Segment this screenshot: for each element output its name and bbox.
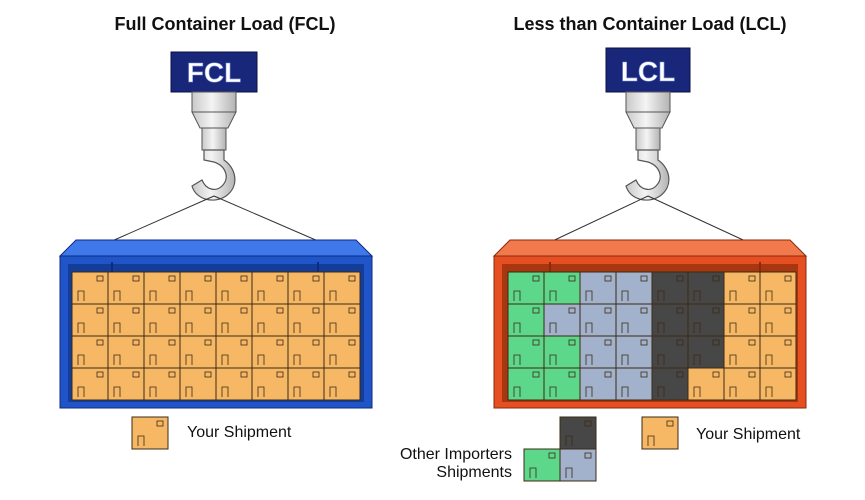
fcl-sign-text: FCL: [187, 57, 241, 88]
fcl-box: [323, 303, 361, 337]
lcl-title: Less than Container Load (LCL): [513, 14, 787, 34]
lcl-sling-left: [543, 195, 649, 246]
fcl-box: [215, 335, 253, 369]
lcl-other-importers-label: Other Importers Shipments: [370, 446, 512, 482]
lcl-your-box: [723, 271, 761, 305]
lcl-your-box: [723, 303, 761, 337]
fcl-box: [143, 335, 181, 369]
lcl-your-box: [723, 367, 761, 401]
fcl-box: [71, 335, 109, 369]
fcl-box: [323, 367, 361, 401]
fcl-box: [251, 335, 289, 369]
lcl-other-box: [651, 271, 689, 305]
lcl-other-box: [615, 303, 653, 337]
lcl-your-box: [723, 335, 761, 369]
fcl-box: [71, 367, 109, 401]
fcl-box: [287, 271, 325, 305]
fcl-box: [107, 335, 145, 369]
lcl-your-box: [687, 367, 725, 401]
fcl-box: [287, 367, 325, 401]
lcl-other-importers-legend-icon: [523, 416, 597, 482]
fcl-sling-left: [111, 195, 215, 242]
lcl-other-box: [687, 335, 725, 369]
fcl-box: [107, 367, 145, 401]
fcl-legend-label: Your Shipment: [187, 424, 292, 441]
lcl-legend-your-box: [641, 416, 679, 450]
fcl-box: [179, 367, 217, 401]
lcl-legend-gray-box: [559, 448, 597, 482]
lcl-your-box: [759, 367, 797, 401]
lcl-your-shipment-legend-icon: [641, 416, 679, 450]
lcl-hook-icon: [625, 91, 671, 201]
fcl-box: [323, 271, 361, 305]
lcl-other-box: [543, 303, 581, 337]
lcl-other-box: [579, 303, 617, 337]
lcl-legend-dark-box: [559, 416, 597, 450]
fcl-box: [179, 303, 217, 337]
fcl-box: [215, 271, 253, 305]
lcl-other-box: [543, 335, 581, 369]
lcl-other-box: [687, 303, 725, 337]
fcl-box: [251, 303, 289, 337]
fcl-box: [287, 303, 325, 337]
lcl-other-box: [507, 303, 545, 337]
fcl-box: [287, 335, 325, 369]
fcl-crane-sign: FCL: [170, 51, 258, 93]
lcl-other-box: [579, 271, 617, 305]
fcl-box: [179, 271, 217, 305]
lcl-other-box: [615, 335, 653, 369]
fcl-box: [143, 303, 181, 337]
fcl-box: [251, 271, 289, 305]
fcl-box: [215, 367, 253, 401]
fcl-box: [323, 335, 361, 369]
lcl-other-importers-line1: Other Importers: [399, 446, 512, 463]
lcl-sign-text: LCL: [621, 56, 675, 87]
fcl-box: [71, 303, 109, 337]
lcl-other-box: [615, 271, 653, 305]
lcl-your-box: [759, 335, 797, 369]
lcl-other-box: [651, 367, 689, 401]
lcl-other-box: [651, 335, 689, 369]
lcl-other-box: [507, 367, 545, 401]
lcl-your-shipment-label: Your Shipment: [696, 426, 801, 443]
fcl-box: [143, 367, 181, 401]
lcl-other-box: [507, 335, 545, 369]
lcl-other-box: [579, 367, 617, 401]
lcl-your-box: [759, 303, 797, 337]
fcl-title: Full Container Load (FCL): [114, 14, 336, 34]
fcl-box: [215, 303, 253, 337]
lcl-other-box: [687, 271, 725, 305]
fcl-hook-icon: [191, 91, 237, 201]
fcl-box: [71, 271, 109, 305]
fcl-box: [251, 367, 289, 401]
fcl-sling-right: [213, 195, 319, 242]
lcl-other-box: [543, 271, 581, 305]
lcl-other-box: [651, 303, 689, 337]
lcl-other-importers-line2: Shipments: [436, 464, 512, 481]
lcl-crane-sign: LCL: [605, 47, 691, 93]
fcl-box: [107, 303, 145, 337]
lcl-other-box: [543, 367, 581, 401]
lcl-other-box: [579, 335, 617, 369]
fcl-legend-box: [131, 416, 169, 450]
fcl-box: [179, 335, 217, 369]
lcl-other-box: [507, 271, 545, 305]
fcl-box: [107, 271, 145, 305]
lcl-sling-right: [647, 195, 755, 246]
fcl-box: [143, 271, 181, 305]
lcl-other-box: [615, 367, 653, 401]
fcl-box-grid: [71, 271, 361, 401]
lcl-box-grid: [507, 271, 797, 401]
fcl-legend-box-icon: [131, 416, 169, 450]
lcl-your-box: [759, 271, 797, 305]
lcl-legend-green-box: [523, 448, 561, 482]
